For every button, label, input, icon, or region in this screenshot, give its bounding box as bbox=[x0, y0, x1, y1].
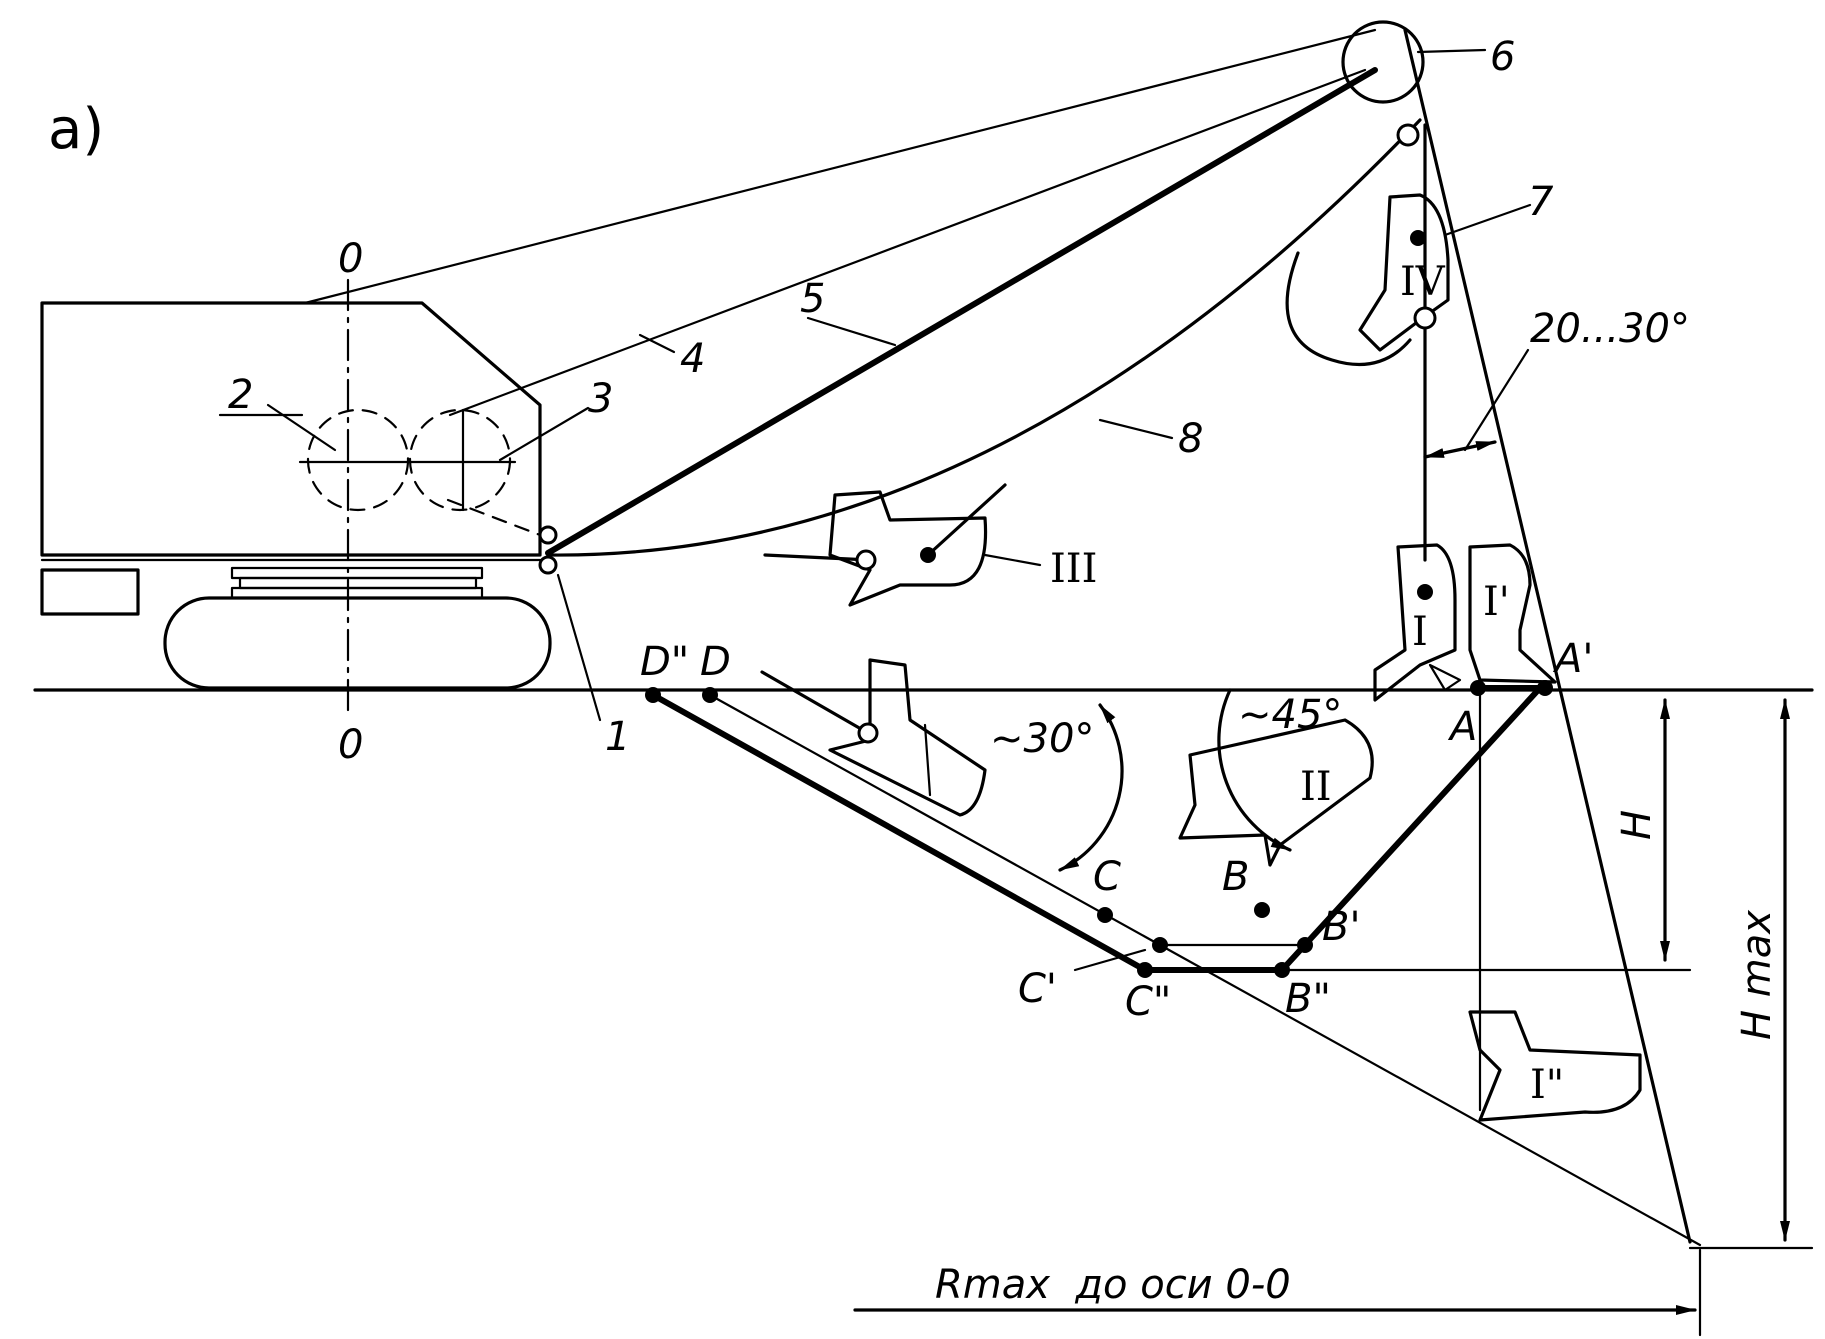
position-label-II: II bbox=[1300, 764, 1332, 810]
angle-label-slope: ~30° bbox=[990, 716, 1094, 762]
position-label-III: III bbox=[1050, 546, 1097, 592]
part-label-2: 2 bbox=[228, 372, 253, 418]
dimension-label-depth-max: H max bbox=[1734, 910, 1780, 1040]
cable-upper bbox=[303, 28, 1377, 305]
point-label-B-double-prime: B" bbox=[1285, 976, 1331, 1022]
position-label-I-prime: I' bbox=[1483, 579, 1510, 625]
point-label-C: C bbox=[1093, 854, 1121, 900]
position-label-I-double-prime: I" bbox=[1530, 1062, 1564, 1108]
bucket-position-IV bbox=[1358, 193, 1450, 352]
point-label-B: B bbox=[1222, 854, 1249, 900]
hoist-cable-4 bbox=[448, 68, 1367, 417]
point-label-D-double-prime: D" bbox=[640, 639, 689, 685]
bucket-position-III bbox=[763, 483, 1007, 607]
excavator-body bbox=[40, 301, 552, 690]
part-label-4: 4 bbox=[680, 336, 705, 382]
panel-label: a) bbox=[48, 97, 104, 162]
boom-5 bbox=[545, 67, 1378, 556]
angle-label-cable: 20...30° bbox=[1530, 306, 1690, 352]
excavation-profile-outer bbox=[650, 685, 1543, 973]
part-label-3: 3 bbox=[588, 376, 613, 422]
head-sheave-6 bbox=[1341, 20, 1425, 104]
drum-3 bbox=[408, 408, 512, 512]
part-label-7: 7 bbox=[1528, 179, 1554, 225]
bucket-position-II-left bbox=[760, 658, 987, 817]
dimension-label-depth: H bbox=[1614, 810, 1660, 840]
position-label-I: I bbox=[1412, 609, 1428, 655]
excavation-slope-line bbox=[708, 693, 1702, 1247]
bucket-position-I bbox=[1373, 543, 1462, 702]
bucket-position-I-double-prime bbox=[1468, 1010, 1642, 1122]
axis-label-top: 0 bbox=[338, 236, 363, 282]
slope-angle-arc bbox=[1058, 703, 1124, 872]
dimension-label-reach: Rmax до оси 0-0 bbox=[935, 1262, 1291, 1308]
part-label-5: 5 bbox=[800, 276, 825, 322]
angle-label-scoop: ~45° bbox=[1238, 692, 1342, 738]
part-label-1: 1 bbox=[605, 714, 630, 760]
point-label-C-double-prime: C" bbox=[1125, 979, 1171, 1025]
point-label-D: D bbox=[700, 639, 731, 685]
part-label-8: 8 bbox=[1178, 416, 1203, 462]
point-label-A-prime: A' bbox=[1552, 636, 1593, 682]
part-label-6: 6 bbox=[1490, 34, 1515, 80]
point-label-A: A bbox=[1447, 704, 1477, 750]
point-label-B-prime: B' bbox=[1322, 904, 1360, 950]
axis-label-bottom: 0 bbox=[338, 722, 363, 768]
drum-2 bbox=[306, 408, 410, 512]
position-label-IV: IV bbox=[1400, 259, 1446, 305]
scoop-angle-arc bbox=[1217, 688, 1292, 852]
drag-cable-8 bbox=[546, 118, 1422, 557]
cable-angle-arrow bbox=[1423, 440, 1497, 459]
point-label-C-prime: C' bbox=[1018, 966, 1057, 1012]
dump-rope bbox=[1285, 251, 1412, 367]
